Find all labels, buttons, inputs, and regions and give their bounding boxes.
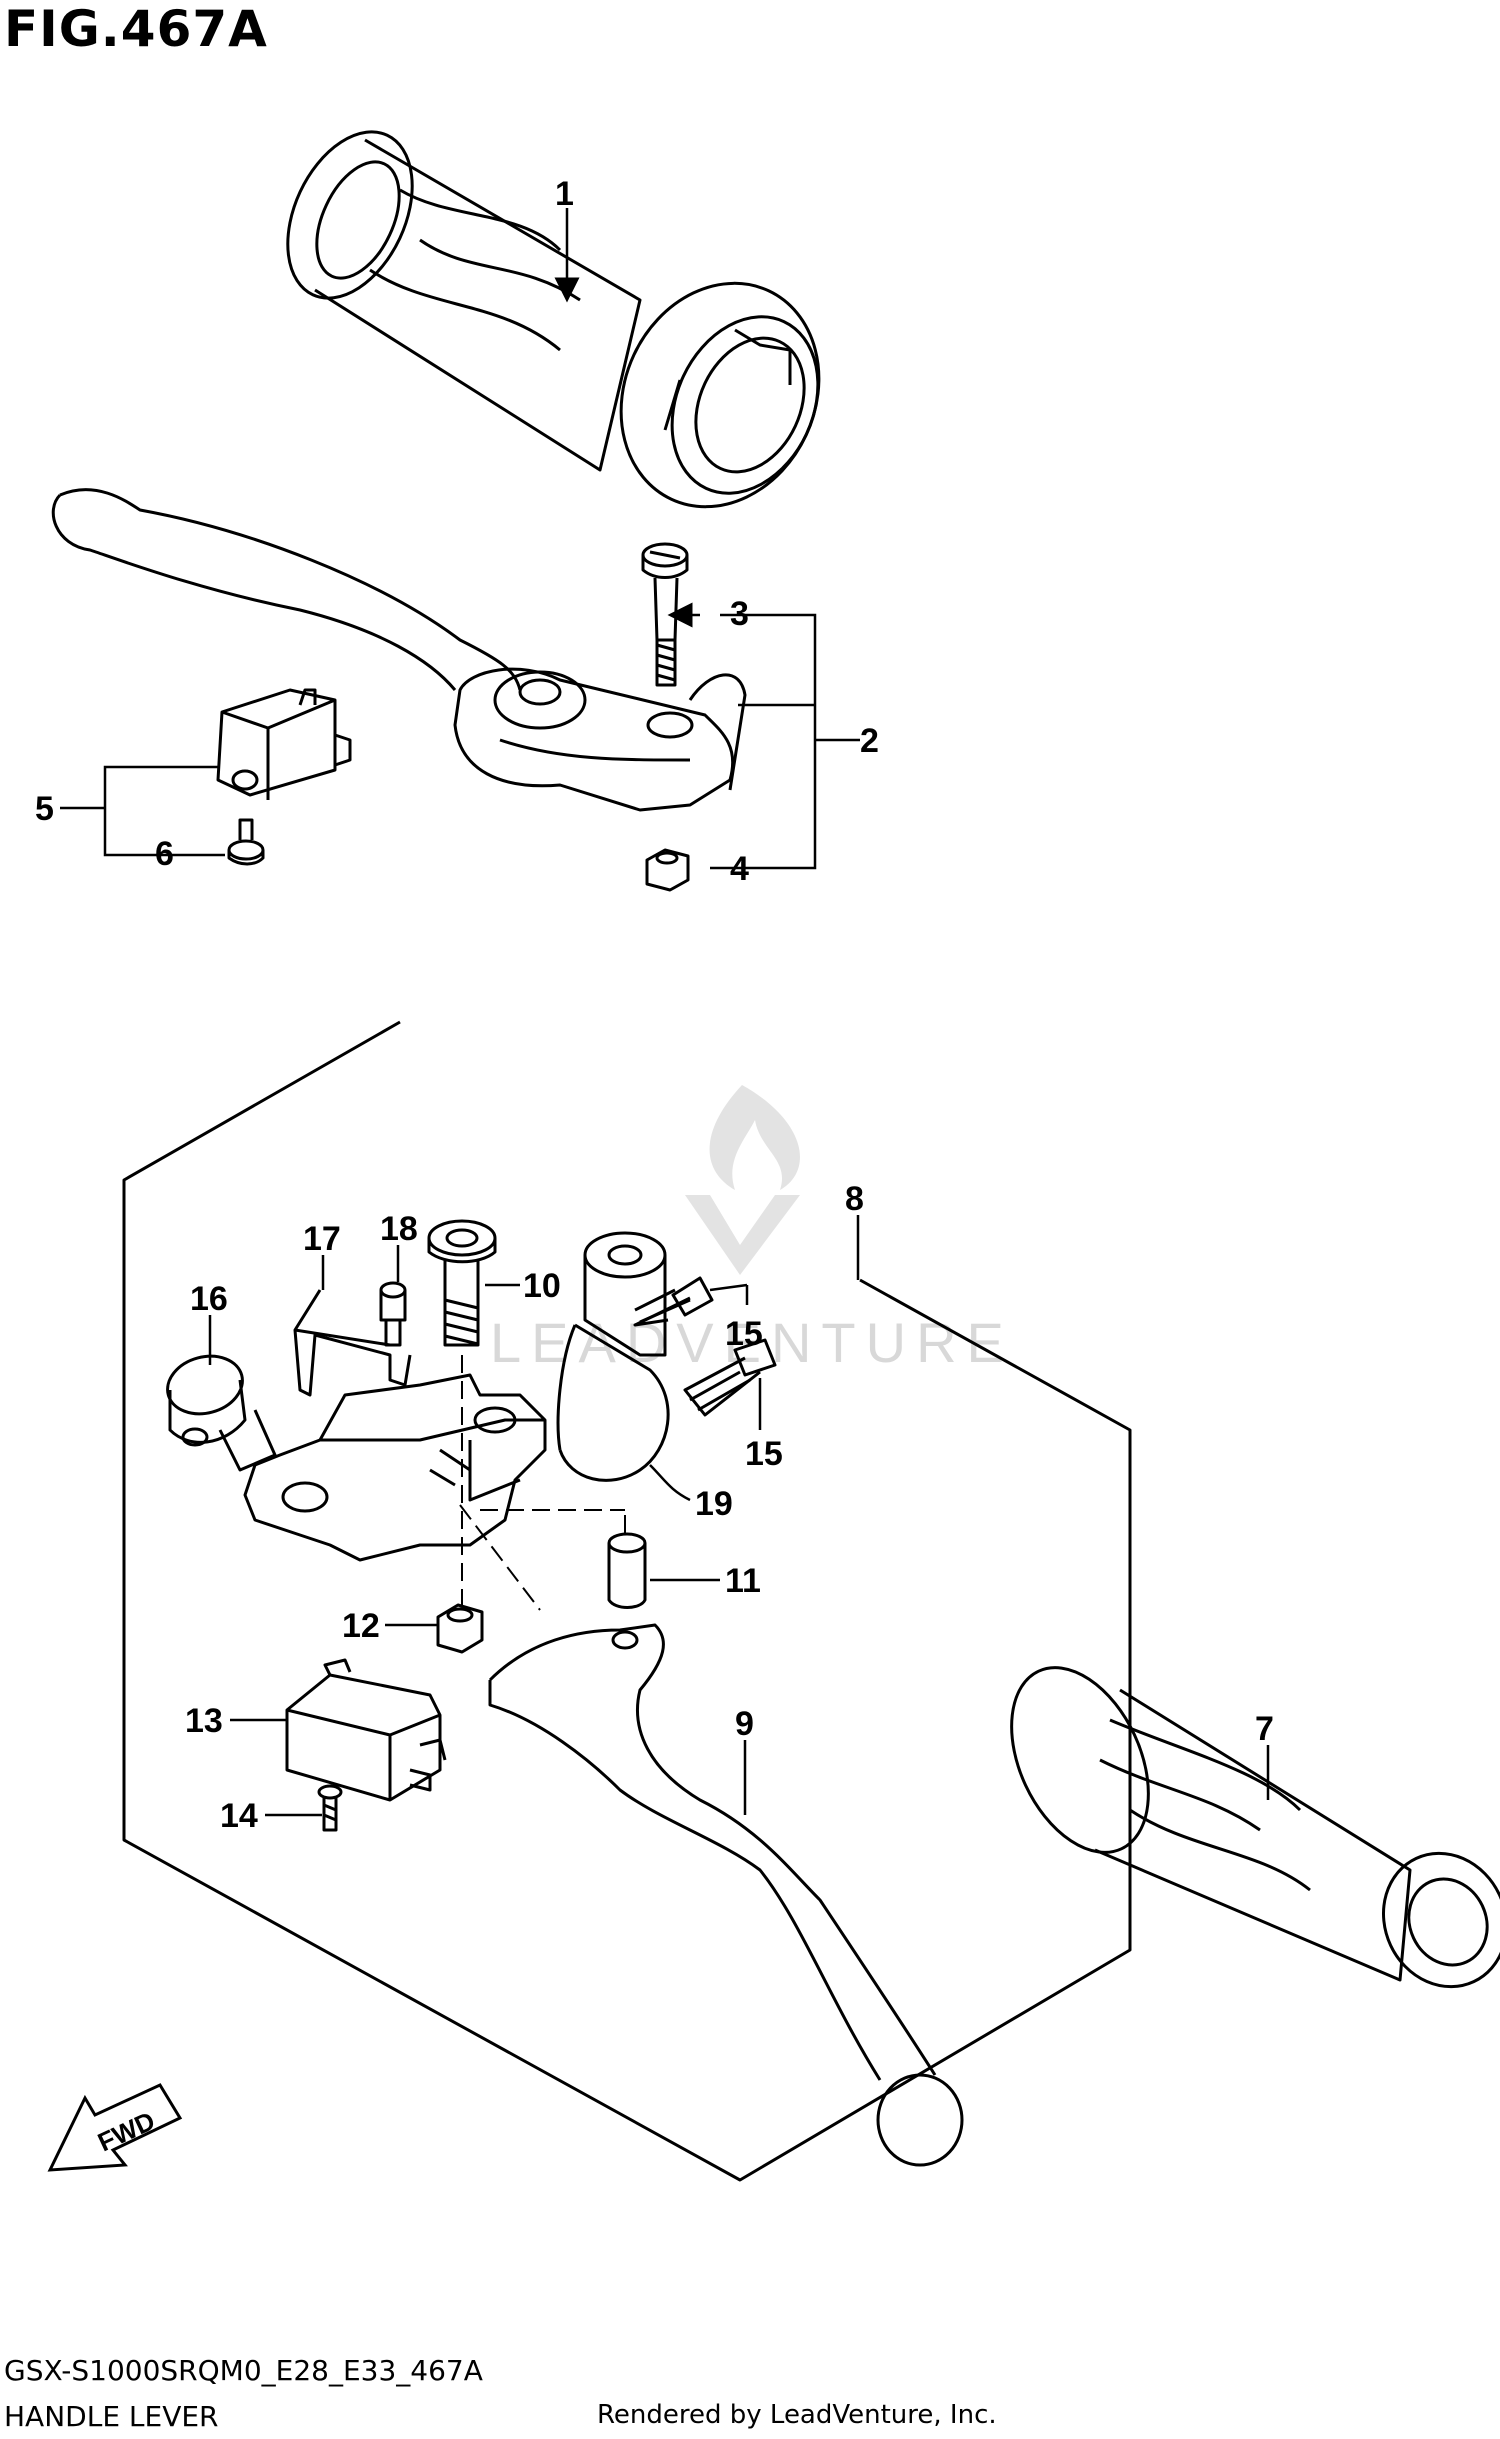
spacer-drawing	[607, 1532, 647, 1609]
callout-9: 9	[735, 1705, 754, 1743]
leader-lines	[60, 208, 1270, 1817]
lever-adjuster-drawing	[166, 1354, 277, 1472]
clamp-bolt-lower-drawing	[683, 1338, 777, 1417]
section-name: HANDLE LEVER	[4, 2400, 219, 2433]
cable-clip-drawing	[293, 1289, 412, 1397]
figure-title: FIG.467A	[4, 0, 268, 58]
callout-19: 19	[695, 1485, 733, 1523]
watermark-text: LEADVENTURE	[490, 1311, 1014, 1374]
brake-lever-drawing	[51, 488, 747, 812]
clamp-bolt-upper-drawing	[633, 1276, 714, 1327]
nut-lower-drawing	[436, 1603, 484, 1654]
nut-drawing	[645, 848, 690, 892]
pivot-bolt-long-drawing	[427, 1219, 497, 1347]
callout-5: 5	[35, 790, 54, 828]
callout-15-upper: 15	[725, 1315, 763, 1353]
brake-switch-drawing	[216, 688, 352, 800]
callout-11: 11	[725, 1562, 761, 1600]
throttle-grip-drawing	[286, 130, 821, 509]
callout-12: 12	[342, 1607, 380, 1645]
callout-4: 4	[730, 850, 749, 888]
v-logo-icon	[685, 1195, 800, 1275]
callout-3: 3	[730, 595, 749, 633]
callout-8: 8	[845, 1180, 864, 1218]
model-code: GSX-S1000SRQM0_E28_E33_467A	[4, 2354, 483, 2387]
callout-17: 17	[303, 1220, 341, 1258]
callout-6: 6	[155, 835, 174, 873]
callout-1: 1	[555, 175, 574, 213]
callout-2: 2	[860, 722, 879, 760]
lever-holder-drawing	[243, 1373, 547, 1562]
small-screw-drawing	[379, 1281, 407, 1347]
screw-drawing	[227, 818, 265, 866]
flame-logo-icon	[709, 1085, 800, 1190]
callout-14: 14	[220, 1797, 258, 1835]
pivot-bolt-drawing	[641, 542, 689, 687]
fwd-direction-arrow: FWD	[47, 2083, 183, 2172]
callout-15-lower: 15	[745, 1435, 783, 1473]
left-grip-drawing	[1010, 1666, 1500, 1989]
handlebar-clamp-drawing	[556, 1231, 670, 1482]
callout-13: 13	[185, 1702, 223, 1740]
alignment-lines	[459, 1355, 626, 1611]
callout-16: 16	[190, 1280, 228, 1318]
screw-lower-drawing	[317, 1784, 343, 1832]
clutch-lever-drawing	[488, 1623, 964, 2167]
render-credit: Rendered by LeadVenture, Inc.	[597, 2400, 997, 2430]
callout-10: 10	[523, 1267, 561, 1305]
callout-labels: 1 2 3 4 5 6 7 8 9 10 11 12 13 14 15 15 1…	[35, 175, 1274, 1835]
leadventure-watermark: LEADVENTURE	[490, 1085, 1014, 1374]
callout-7: 7	[1255, 1710, 1274, 1748]
callout-18: 18	[380, 1210, 418, 1248]
clutch-assembly-outline	[122, 1020, 1132, 2182]
clutch-switch-drawing	[285, 1658, 447, 1802]
